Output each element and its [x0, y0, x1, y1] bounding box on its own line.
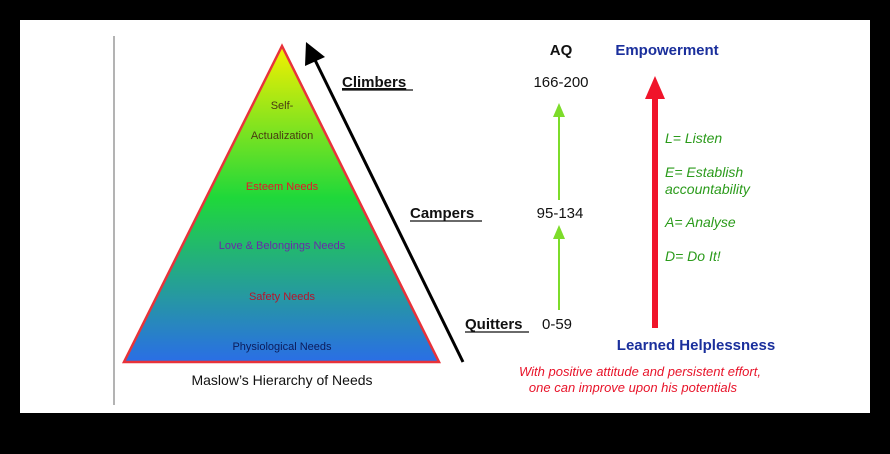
- empower-analyse: A= Analyse: [664, 214, 736, 230]
- pyramid-caption: Maslow’s Hierarchy of Needs: [191, 372, 372, 388]
- level-physiological: Physiological Needs: [232, 341, 332, 353]
- aq-climbers-range: 166-200: [533, 74, 588, 91]
- level-self: Self-: [271, 100, 294, 112]
- maslow-pyramid: [121, 43, 442, 364]
- aq-maslow-diagram: Self- Actualization Esteem Needs Love & …: [113, 36, 775, 405]
- learned-helplessness-label: Learned Helplessness: [617, 337, 775, 354]
- aq-header: AQ: [550, 42, 573, 59]
- green-arrow-lower-head: [553, 225, 565, 239]
- green-arrow-upper-head: [553, 103, 565, 117]
- note-line2: one can improve upon his potentials: [529, 380, 738, 395]
- empowerment-header: Empowerment: [615, 42, 718, 59]
- aq-quitters-range: 0-59: [542, 316, 572, 333]
- stage-climbers: Climbers: [342, 74, 406, 91]
- stage-quitters: Quitters: [465, 316, 523, 333]
- note-line1: With positive attitude and persistent ef…: [519, 364, 761, 379]
- empower-establish-line2: accountability: [665, 181, 751, 197]
- diagram-canvas: Self- Actualization Esteem Needs Love & …: [20, 20, 870, 413]
- level-safety: Safety Needs: [249, 291, 316, 303]
- aq-campers-range: 95-134: [537, 205, 584, 222]
- level-actualization: Actualization: [251, 130, 313, 142]
- stage-campers: Campers: [410, 205, 474, 222]
- empower-do-it: D= Do It!: [665, 248, 721, 264]
- level-love-belonging: Love & Belongings Needs: [219, 240, 346, 252]
- empower-establish-line1: E= Establish: [665, 164, 743, 180]
- climb-arrow-head: [305, 42, 325, 66]
- climb-arrow-line: [313, 59, 465, 363]
- red-arrow-head: [645, 76, 665, 99]
- empower-listen: L= Listen: [665, 130, 722, 146]
- level-esteem: Esteem Needs: [246, 181, 319, 193]
